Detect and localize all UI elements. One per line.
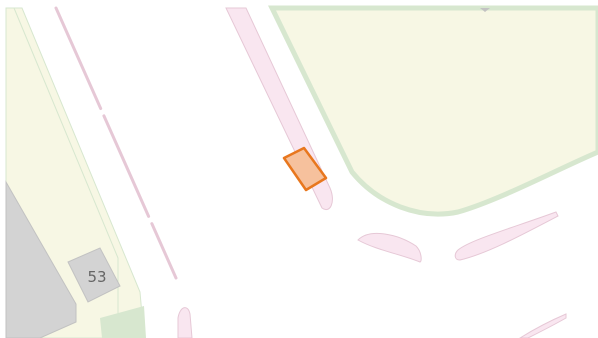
building-53 [67,247,121,303]
highlighted-feature[interactable] [282,146,328,192]
building-left [5,180,77,338]
traffic-island-right [454,211,559,261]
traffic-island-center [357,233,422,263]
road-marking-dashed [54,6,178,280]
landuse-inner-border [13,7,119,338]
traffic-island-bottom-left [177,307,193,338]
landuse-green-corner [100,306,146,338]
traffic-island-bottom-right [519,313,567,338]
map-marker-top [480,8,490,12]
house-number-label: 53 [87,268,106,286]
landuse-grass-right [267,5,598,217]
